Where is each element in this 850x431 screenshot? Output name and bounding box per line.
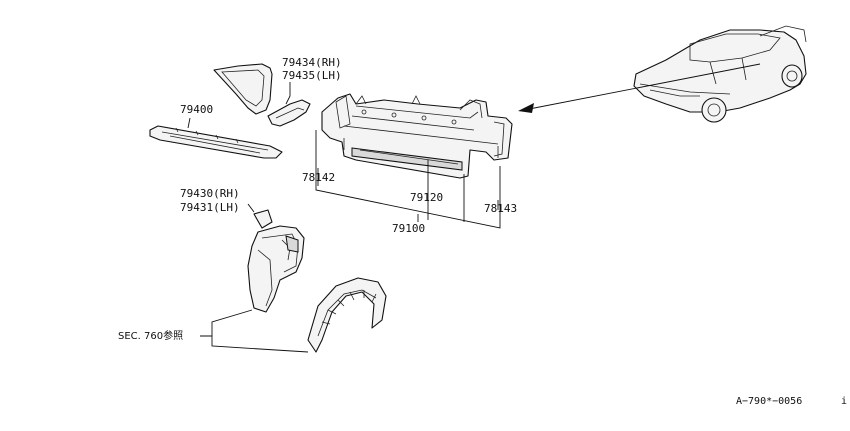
label-79100: 79100	[392, 222, 425, 235]
edge-mark: i	[841, 396, 847, 407]
wheelhouse-inner-part	[247, 209, 305, 313]
label-79435-lh: 79435(LH)	[282, 69, 342, 82]
label-79430-rh: 79430(RH)	[180, 187, 240, 200]
label-sec-760: SEC. 760参照	[118, 329, 183, 342]
rear-panel-assembly-part	[321, 93, 513, 179]
car-illustration	[633, 25, 807, 123]
wheelhouse-outer-part	[307, 277, 387, 353]
label-79400: 79400	[180, 103, 213, 116]
label-78142: 78142	[302, 171, 335, 184]
label-78143: 78143	[484, 202, 517, 215]
parcel-shelf-part	[149, 125, 283, 159]
locator-arrow	[518, 63, 761, 113]
label-79120: 79120	[410, 191, 443, 204]
rear-pillar-trim-part	[213, 63, 311, 127]
label-79434-rh: 79434(RH)	[282, 56, 342, 69]
leader-lines	[187, 82, 501, 353]
label-79431-lh: 79431(LH)	[180, 201, 240, 214]
figure-code: A−790*−0056	[736, 396, 802, 407]
